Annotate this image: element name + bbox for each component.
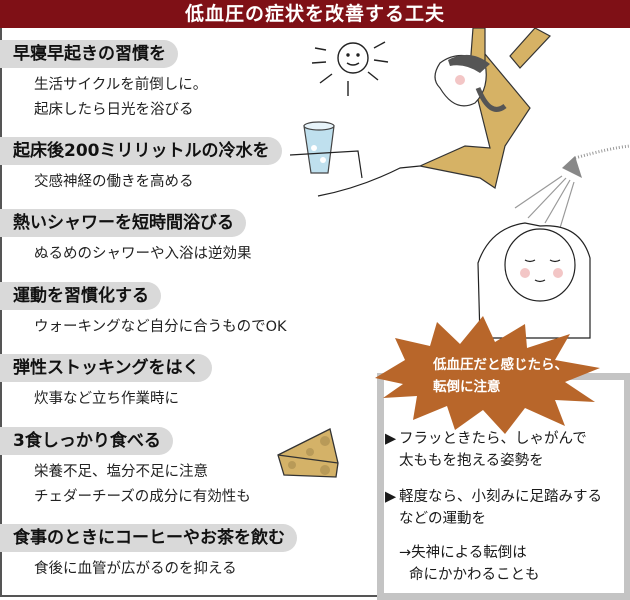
advice-line: フラッときたら、しゃがんで bbox=[399, 431, 587, 447]
advice-item: ▶軽度なら、小刻みに足踏みする などの運動を bbox=[385, 486, 602, 530]
tip-compression-stockings: 弾性ストッキングをはく 炊事など立ち作業時に bbox=[0, 354, 212, 412]
illustration-area bbox=[290, 28, 630, 339]
fall-advice-list: ▶フラッときたら、しゃがんで 太ももを抱える姿勢を ▶軽度なら、小刻みに足踏みす… bbox=[385, 428, 602, 600]
advice-note: →失神による転倒は 命にかかわることも bbox=[385, 542, 602, 586]
tip-cold-water: 起床後200ミリリットルの冷水を 交感神経の働きを高める bbox=[0, 137, 282, 195]
tip-description: 食後に血管が広がるのを抑える bbox=[0, 557, 297, 582]
tip-description: 炊事など立ち作業時に bbox=[0, 387, 212, 412]
tip-line: 起床したら日光を浴びる bbox=[34, 102, 194, 118]
advice-line: 太ももを抱える姿勢を bbox=[399, 453, 544, 469]
tip-three-meals: 3食しっかり食べる 栄養不足、塩分不足に注意 チェダーチーズの成分に有効性も bbox=[0, 427, 251, 510]
warning-line: 低血圧だと感じたら、 bbox=[433, 357, 568, 373]
warning-line: 転倒に注意 bbox=[433, 379, 501, 395]
tip-description: 生活サイクルを前倒しに。 起床したら日光を浴びる bbox=[0, 73, 207, 123]
tip-line: ウォーキングなど自分に合うものでOK bbox=[34, 319, 287, 335]
tip-heading: 運動を習慣化する bbox=[0, 282, 161, 310]
tip-heading: 3食しっかり食べる bbox=[0, 427, 173, 455]
tip-heading: 起床後200ミリリットルの冷水を bbox=[0, 137, 282, 165]
warning-burst-text: 低血圧だと感じたら、 転倒に注意 bbox=[433, 354, 568, 398]
frame-left-border bbox=[0, 28, 2, 597]
tip-exercise: 運動を習慣化する ウォーキングなど自分に合うものでOK bbox=[0, 282, 287, 340]
warning-burst-shape bbox=[375, 316, 600, 434]
water-glass-icon bbox=[303, 121, 335, 174]
tip-description: 交感神経の働きを高める bbox=[0, 170, 282, 195]
tip-heading: 弾性ストッキングをはく bbox=[0, 354, 212, 382]
note-line: 命にかかわることも bbox=[409, 567, 540, 583]
advice-line: 軽度なら、小刻みに足踏みする bbox=[399, 489, 602, 505]
tip-heading: 熱いシャワーを短時間浴びる bbox=[0, 209, 246, 237]
man-washing-hair-illustration bbox=[477, 222, 591, 339]
advice-line: などの運動を bbox=[399, 511, 486, 527]
tip-description: ぬるめのシャワーや入浴は逆効果 bbox=[0, 242, 252, 267]
tip-line: 交感神経の働きを高める bbox=[34, 174, 194, 190]
note-line: →失神による転倒は bbox=[399, 545, 527, 561]
shower-head-icon bbox=[514, 144, 630, 229]
tip-line: ぬるめのシャワーや入浴は逆効果 bbox=[34, 246, 252, 262]
bullet-triangle-icon: ▶ bbox=[385, 489, 397, 505]
tip-line: 栄養不足、塩分不足に注意 bbox=[34, 464, 208, 480]
tip-line: 生活サイクルを前倒しに。 bbox=[34, 77, 208, 93]
advice-item: ▶フラッときたら、しゃがんで 太ももを抱える姿勢を bbox=[385, 428, 602, 472]
tip-heading: 食事のときにコーヒーやお茶を飲む bbox=[0, 524, 297, 552]
tip-coffee-tea: 食事のときにコーヒーやお茶を飲む 食後に血管が広がるのを抑える bbox=[0, 524, 297, 582]
stretching-woman-illustration bbox=[418, 28, 551, 189]
tip-line: 炊事など立ち作業時に bbox=[34, 391, 179, 407]
page-title: 低血圧の症状を改善する工夫 bbox=[0, 0, 630, 28]
tip-line: チェダーチーズの成分に有効性も bbox=[34, 489, 251, 505]
tip-early-rising: 早寝早起きの習慣を 生活サイクルを前倒しに。 起床したら日光を浴びる bbox=[0, 40, 207, 123]
tip-heading: 早寝早起きの習慣を bbox=[0, 40, 178, 68]
sun-icon bbox=[311, 41, 389, 96]
bullet-triangle-icon: ▶ bbox=[385, 431, 397, 447]
tip-description: 栄養不足、塩分不足に注意 チェダーチーズの成分に有効性も bbox=[0, 460, 251, 510]
tip-hot-shower: 熱いシャワーを短時間浴びる ぬるめのシャワーや入浴は逆効果 bbox=[0, 209, 252, 267]
frame-bottom-border bbox=[0, 595, 630, 597]
cheese-icon bbox=[277, 428, 339, 478]
tip-line: 食後に血管が広がるのを抑える bbox=[34, 561, 237, 577]
tip-description: ウォーキングなど自分に合うものでOK bbox=[0, 315, 287, 340]
